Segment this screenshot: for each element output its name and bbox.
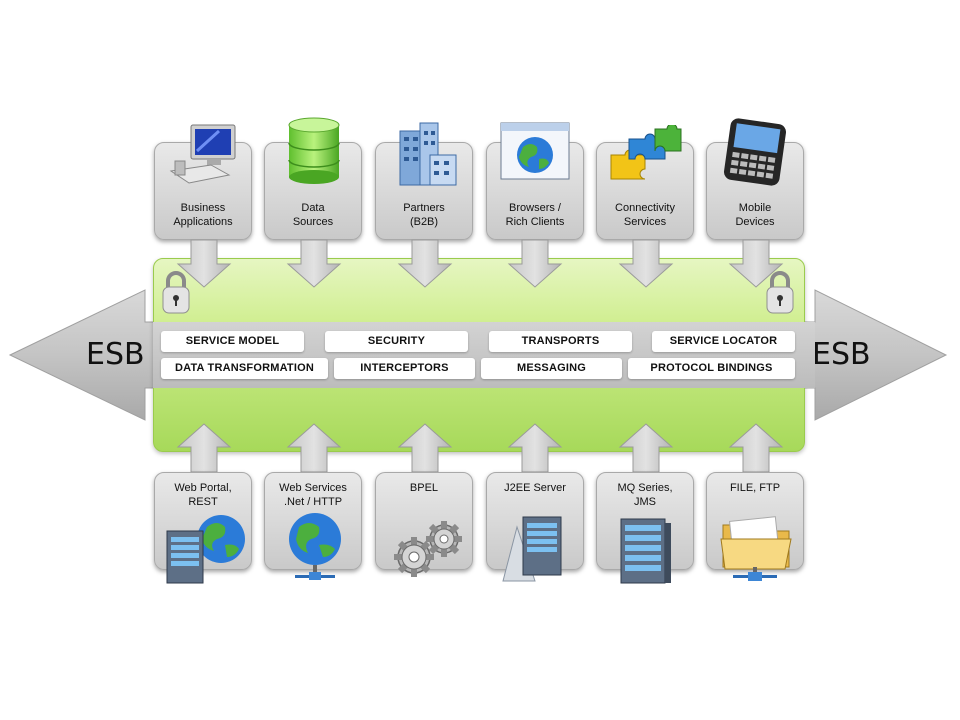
gears-icon	[394, 521, 462, 577]
mobile-device-icon	[723, 118, 787, 186]
capability-protocol-bindings: PROTOCOL BINDINGS	[628, 358, 795, 379]
lock-icon-left	[162, 271, 190, 314]
service-label: MQ Series,JMS	[617, 482, 673, 508]
server-globe-icon	[166, 515, 245, 584]
source-tile-partners: Partners(B2B)	[375, 122, 473, 240]
service-tile-bpel: BPEL	[375, 472, 473, 577]
server-rack-icon	[620, 518, 671, 584]
computer-icon	[169, 124, 236, 184]
source-label: Partners(B2B)	[403, 202, 445, 228]
esb-left-label: ESB	[86, 337, 145, 372]
esb-right-label: ESB	[812, 337, 871, 372]
service-tile-j2ee-server: J2EE Server	[486, 472, 584, 582]
service-label: Web Portal,REST	[174, 482, 232, 508]
service-label: FILE, FTP	[729, 482, 781, 494]
capability-data-transformation: DATA TRANSFORMATION	[161, 358, 328, 379]
service-tile-file-ftp: FILE, FTP	[706, 472, 804, 581]
database-icon	[288, 117, 340, 184]
capability-service-model: SERVICE MODEL	[161, 331, 304, 352]
puzzle-icon	[610, 125, 682, 180]
capability-messaging: MESSAGING	[481, 358, 622, 379]
capability-service-locator: SERVICE LOCATOR	[652, 331, 795, 352]
network-globe-icon	[289, 513, 341, 580]
service-label: BPEL	[409, 482, 439, 494]
service-label: J2EE Server	[504, 482, 566, 494]
service-label: Web Services.Net / HTTP	[279, 482, 347, 508]
capability-transports: TRANSPORTS	[489, 331, 632, 352]
server-icon	[502, 516, 562, 582]
buildings-icon	[399, 122, 457, 186]
service-tile-web-portal: Web Portal,REST	[154, 472, 252, 584]
service-tile-mq-series: MQ Series,JMS	[596, 472, 694, 584]
folder-network-icon	[720, 516, 792, 581]
source-label: Browsers /Rich Clients	[505, 202, 565, 228]
browser-globe-icon	[500, 122, 570, 180]
service-tile-web-services: Web Services.Net / HTTP	[264, 472, 362, 580]
capability-interceptors: INTERCEPTORS	[334, 358, 475, 379]
capability-security: SECURITY	[325, 331, 468, 352]
lock-icon-right	[766, 271, 794, 314]
